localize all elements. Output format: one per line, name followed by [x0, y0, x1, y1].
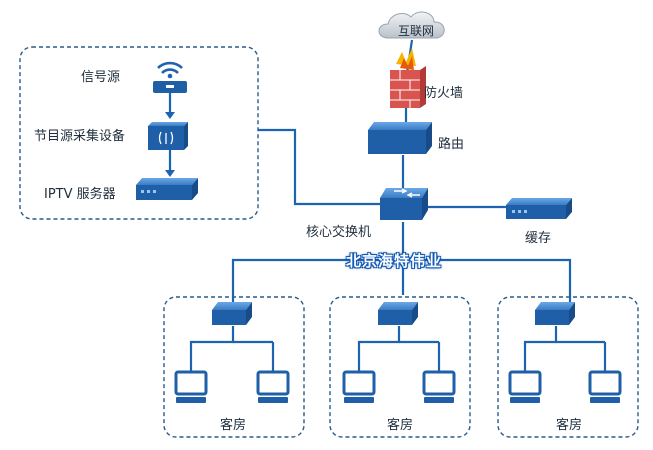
- monitor-icon: [174, 370, 208, 403]
- headend-group-box: [19, 46, 259, 220]
- wifi-icon: [153, 61, 187, 93]
- switch-icon: [212, 302, 252, 325]
- switch-icon: [535, 302, 575, 325]
- monitor-icon: [508, 370, 542, 403]
- cloud-icon: [378, 11, 445, 39]
- monitor-icon: [588, 370, 622, 403]
- core-switch-label: 核心交换机: [306, 225, 372, 240]
- room-label: 客房: [556, 418, 583, 433]
- room-group-box-3: [497, 296, 639, 438]
- cache-label: 缓存: [525, 231, 552, 246]
- room-label: 客房: [387, 418, 414, 433]
- capture-device-label: 节目源采集设备: [34, 129, 126, 144]
- room-label: 客房: [220, 418, 247, 433]
- firewall-icon: [390, 48, 426, 108]
- switch-icon: [380, 188, 428, 220]
- router-label: 路由: [438, 137, 465, 152]
- connection-lines: [168, 39, 607, 372]
- server-icon: [506, 198, 572, 219]
- brand-label: 北京海特伟业: [346, 252, 443, 270]
- monitor-icon: [342, 370, 376, 403]
- internet-label: 互联网: [398, 24, 435, 38]
- monitor-icon: [422, 370, 456, 403]
- arrowheads: [165, 112, 175, 177]
- switch-icon: [378, 302, 418, 325]
- signal-source-label: 信号源: [81, 70, 121, 85]
- router-icon: [368, 122, 432, 154]
- iptv-server-label: IPTV 服务器: [44, 187, 116, 202]
- monitor-icon: [256, 370, 290, 403]
- capture-device-icon: [148, 122, 188, 150]
- firewall-label: 防火墙: [424, 86, 464, 101]
- server-icon: [136, 178, 198, 200]
- room-group-box-2: [329, 296, 471, 438]
